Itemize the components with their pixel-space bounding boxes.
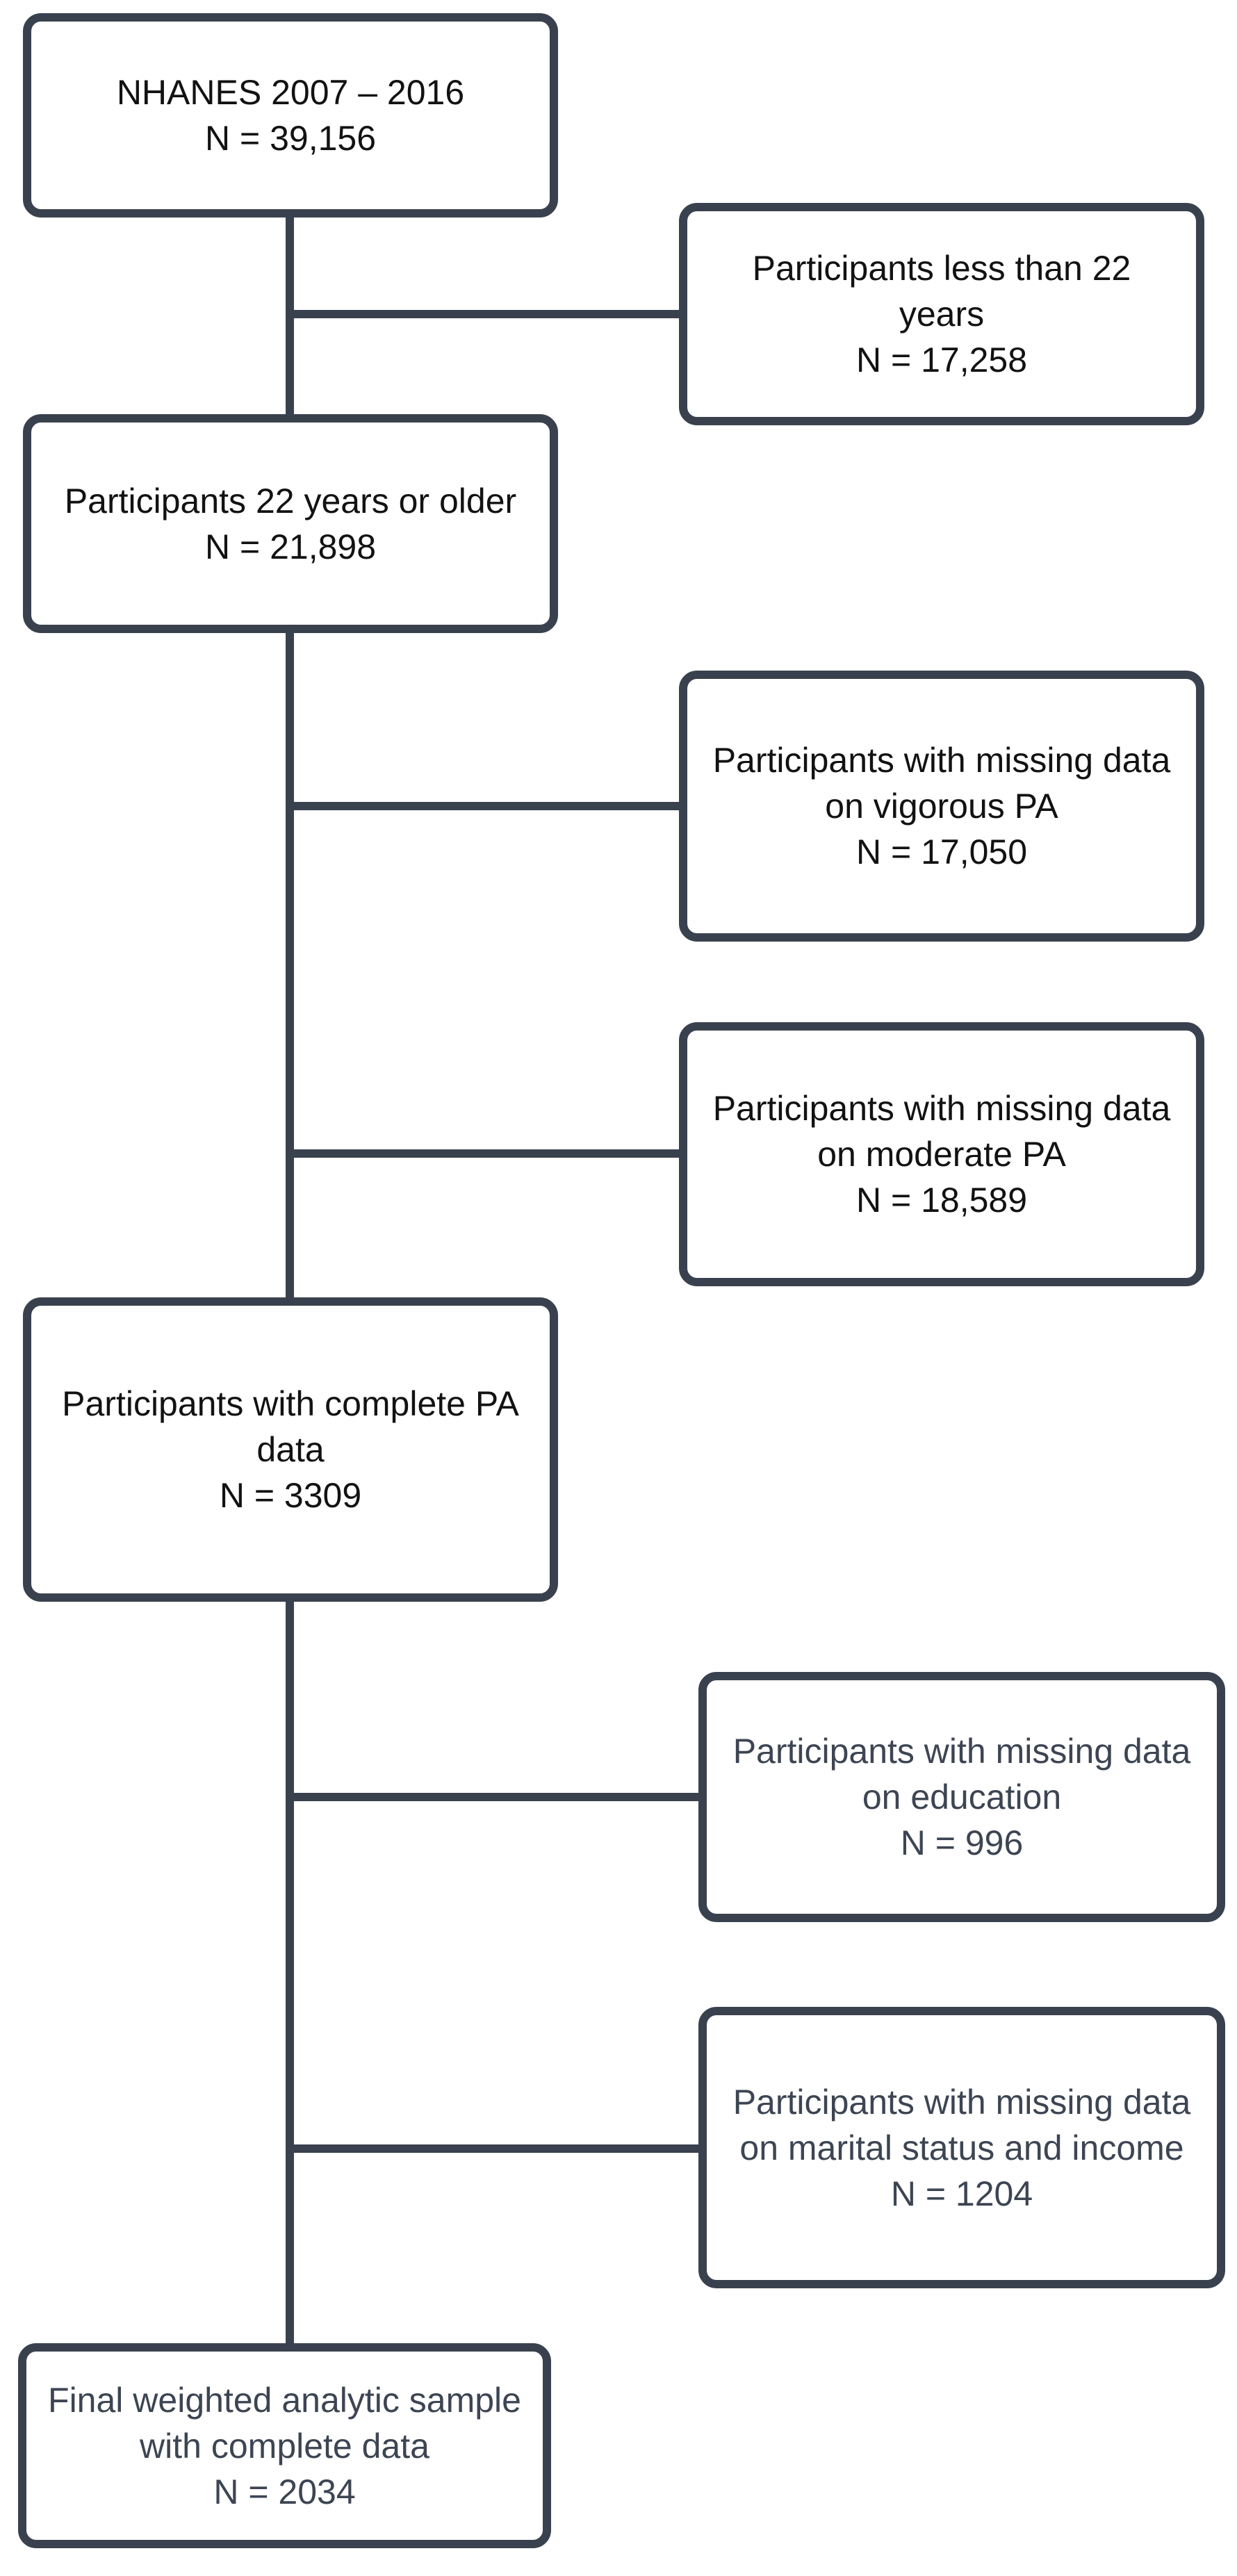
node-count: N = 21,898 [204,527,377,566]
node-label: on vigorous PA [825,787,1058,826]
branch-connector-missing-vigorous-pa [286,802,683,810]
node-participants-complete-pa-data: Participants with complete PA data N = 3… [23,1297,558,1602]
node-label: on education [862,1778,1062,1816]
node-count: N = 18,589 [855,1181,1028,1220]
node-excluded-missing-marital-status-income: Participants with missing data on marita… [698,2007,1225,2288]
node-label: on marital status and income [739,2128,1184,2167]
node-count: N = 2034 [213,2472,356,2511]
node-label: Participants with complete PA [62,1384,519,1423]
branch-connector-missing-moderate-pa [286,1149,683,1158]
node-count: N = 996 [900,1823,1024,1862]
node-excluded-missing-moderate-pa: Participants with missing data on modera… [679,1022,1204,1286]
node-count: N = 1204 [890,2174,1033,2213]
trunk-connector-2 [286,629,294,1302]
branch-connector-less-22-years [286,310,683,318]
node-label: with complete data [140,2426,429,2466]
node-label: Final weighted analytic sample [48,2380,521,2420]
node-count: N = 17,258 [855,341,1028,379]
node-participants-22-or-older: Participants 22 years or older N = 21,89… [23,414,558,633]
node-label: Participants less than 22 [752,249,1131,288]
node-label: years [899,295,985,334]
trunk-connector-3 [286,1598,294,2347]
node-label: Participants with missing data [712,1089,1171,1128]
node-label: on moderate PA [817,1135,1066,1174]
node-label: NHANES 2007 – 2016 [116,73,465,112]
node-excluded-less-than-22-years: Participants less than 22 years N = 17,2… [679,203,1204,425]
branch-connector-missing-marital-income [286,2144,703,2153]
node-excluded-missing-vigorous-pa: Participants with missing data on vigoro… [679,671,1204,942]
node-label: Participants 22 years or older [64,481,517,520]
node-count: N = 39,156 [204,119,377,158]
node-label: Participants with missing data [732,2082,1191,2122]
node-count: N = 3309 [219,1476,362,1515]
branch-connector-missing-education [286,1793,703,1801]
node-count: N = 17,050 [855,832,1028,871]
node-label: data [256,1430,325,1469]
node-excluded-missing-education: Participants with missing data on educat… [698,1672,1225,1922]
node-nhanes-source: NHANES 2007 – 2016 N = 39,156 [23,13,558,218]
node-label: Participants with missing data [732,1732,1191,1771]
node-label: Participants with missing data [712,741,1171,780]
node-final-weighted-analytic-sample: Final weighted analytic sample with comp… [18,2343,551,2548]
